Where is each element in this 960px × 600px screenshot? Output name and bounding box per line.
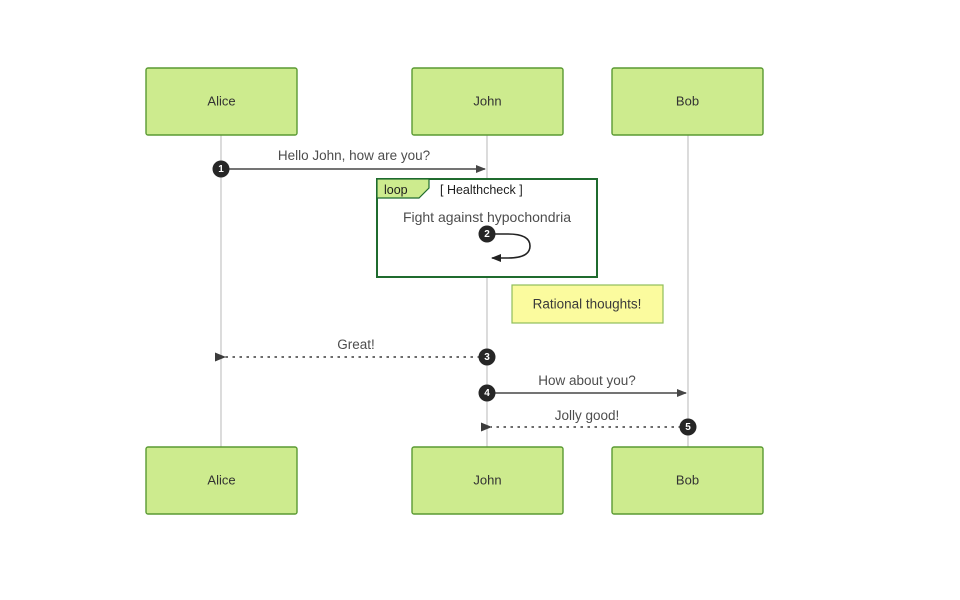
badge-circle — [679, 418, 697, 436]
participant-label: Alice — [207, 472, 235, 487]
badge-number: 3 — [484, 352, 490, 363]
message-label: Hello John, how are you? — [278, 148, 430, 163]
sequence-badge-3: 3 — [478, 348, 496, 366]
message-5: Jolly good! 5 — [481, 408, 697, 436]
self-message-label: Fight against hypochondria — [403, 209, 571, 225]
group-tab-shape — [376, 178, 430, 199]
participant-bob-bottom[interactable]: Bob — [611, 446, 764, 515]
message-3: Great! 3 — [215, 337, 496, 366]
note-box — [511, 284, 664, 324]
message-4: How about you? 4 — [478, 373, 687, 402]
participant-label: Bob — [676, 472, 699, 487]
participant-label: Alice — [207, 93, 235, 108]
participant-box[interactable] — [411, 446, 564, 515]
message-1: Hello John, how are you? 1 — [212, 148, 486, 178]
group-keyword-label: loop — [384, 183, 408, 197]
badge-circle — [478, 384, 496, 402]
participant-box[interactable] — [411, 67, 564, 136]
badge-number: 5 — [685, 422, 691, 433]
badge-circle — [212, 160, 230, 178]
participant-label: John — [473, 93, 501, 108]
message-label: Jolly good! — [555, 408, 620, 423]
group-loop-healthcheck: loop [ Healthcheck ] Fight against hypoc… — [376, 178, 598, 278]
participant-box[interactable] — [611, 446, 764, 515]
participant-box[interactable] — [611, 67, 764, 136]
note-rational-thoughts: Rational thoughts! — [511, 284, 664, 324]
sequence-badge-2: 2 — [478, 225, 496, 243]
participant-alice-top[interactable]: Alice — [145, 67, 298, 136]
participant-box[interactable] — [145, 446, 298, 515]
badge-number: 2 — [484, 229, 490, 240]
participant-box[interactable] — [145, 67, 298, 136]
badge-circle — [478, 225, 496, 243]
participant-label: Bob — [676, 93, 699, 108]
self-message-arrow — [487, 233, 531, 262]
group-condition-label: [ Healthcheck ] — [440, 183, 523, 197]
message-label: Great! — [337, 337, 375, 352]
participant-alice-bottom[interactable]: Alice — [145, 446, 298, 515]
sequence-badge-1: 1 — [212, 160, 230, 178]
participants-top: Alice John Bob — [145, 67, 764, 136]
badge-circle — [478, 348, 496, 366]
participant-label: John — [473, 472, 501, 487]
participant-john-bottom[interactable]: John — [411, 446, 564, 515]
message-label: How about you? — [538, 373, 636, 388]
participant-bob-top[interactable]: Bob — [611, 67, 764, 136]
participant-john-top[interactable]: John — [411, 67, 564, 136]
sequence-badge-4: 4 — [478, 384, 496, 402]
badge-number: 1 — [218, 164, 224, 175]
badge-number: 4 — [484, 388, 490, 399]
sequence-badge-5: 5 — [679, 418, 697, 436]
note-text: Rational thoughts! — [533, 297, 642, 312]
participants-bottom: Alice John Bob — [145, 446, 764, 515]
